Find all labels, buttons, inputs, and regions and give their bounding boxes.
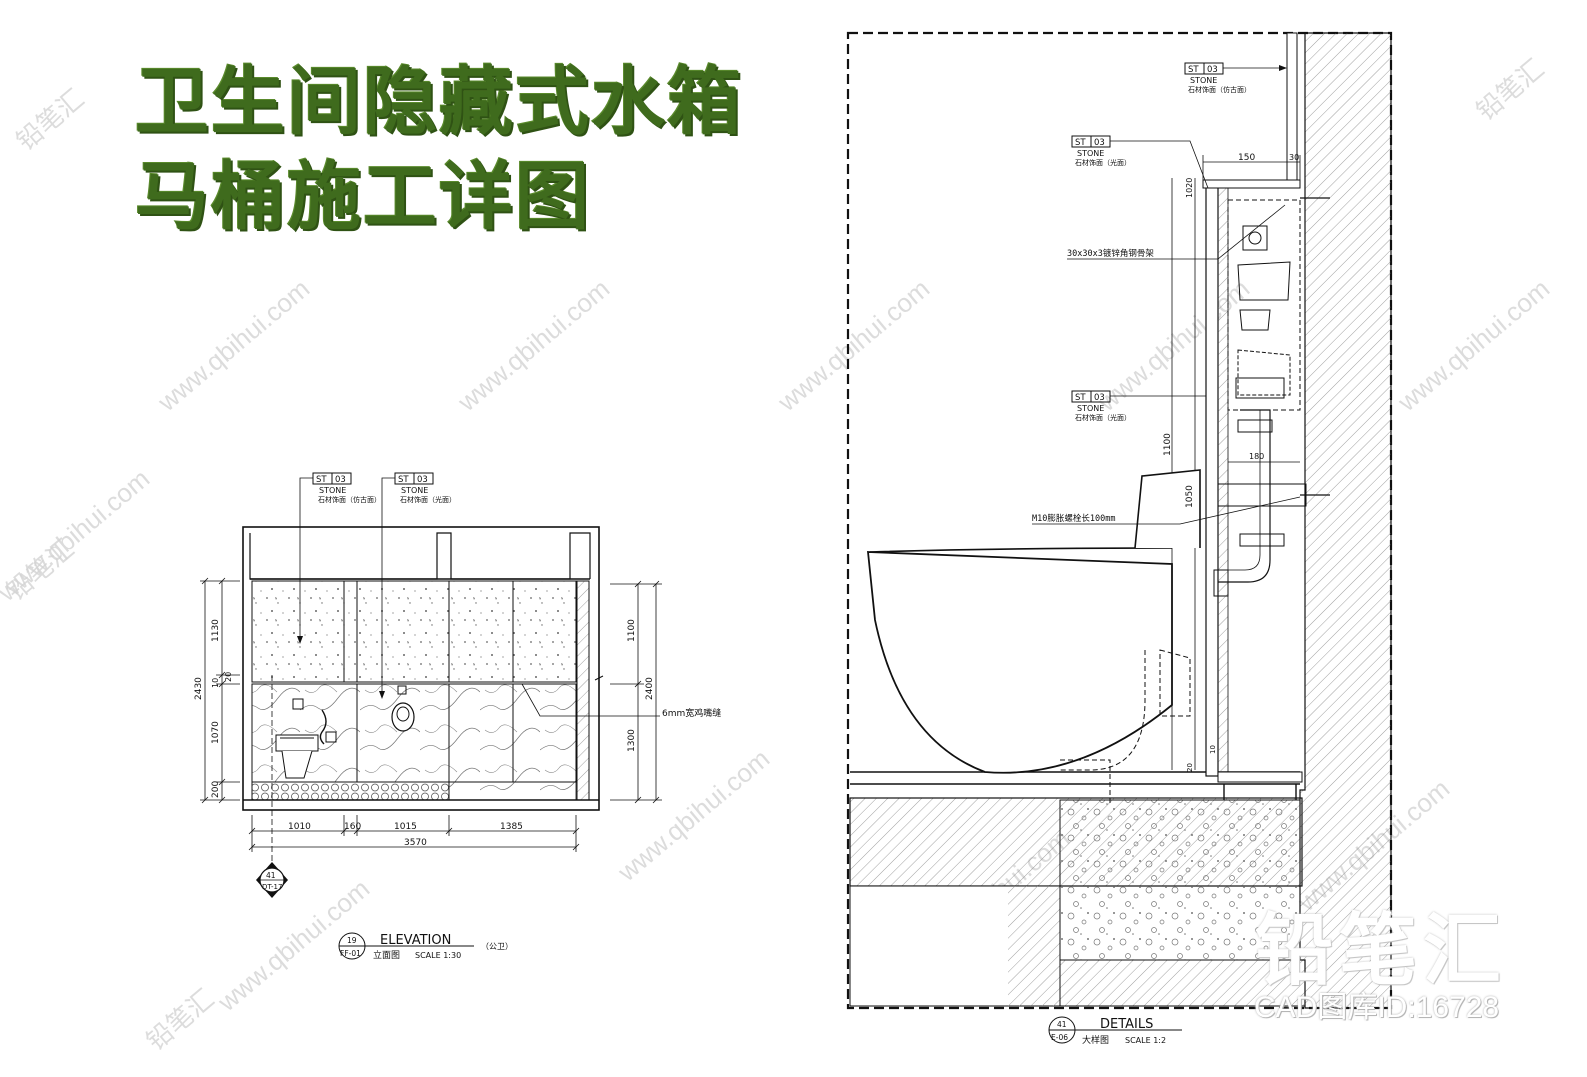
dim-bottom-3: 1015 <box>394 822 417 832</box>
dim-bottom-2: 160 <box>344 822 361 832</box>
dim-1020: 1020 <box>1185 178 1194 198</box>
dim-left-3: 10 <box>211 678 220 688</box>
steel-note: 30x30x3镀锌角钢骨架 <box>1067 248 1154 259</box>
dim-total-right: 2400 <box>645 677 655 700</box>
details-caption-title-cn: 大样图 <box>1082 1034 1109 1046</box>
details-drawing: 150 30 1020 1100 1050 180 10 20 ST 03 ST… <box>846 31 1393 1046</box>
tag-left-code-b: 03 <box>335 475 346 485</box>
dim-right-1: 1100 <box>627 619 637 642</box>
tag-mid-code-b: 03 <box>1094 138 1105 148</box>
elevation-caption-scale: SCALE 1:30 <box>415 951 461 960</box>
brand-watermark: 铅笔汇 <box>1255 906 1508 996</box>
tag-left-code-a: ST <box>316 475 327 485</box>
tag-right-code-b: 03 <box>417 475 428 485</box>
dim-1050: 1050 <box>1185 485 1195 508</box>
elevation-caption-title-cn: 立面图 <box>373 949 400 961</box>
elevation-caption-sheet: FF-01 <box>340 949 361 958</box>
dim-bottom-1: 1010 <box>288 822 311 832</box>
tag-left-note: 石材饰面（仿古面） <box>318 495 381 504</box>
dim-20: 20 <box>1186 763 1194 772</box>
dim-left-4: 1070 <box>211 721 221 744</box>
tag-mid-code-a: ST <box>1075 138 1086 148</box>
tag-mid-note: 石材饰面（光面） <box>1075 158 1131 167</box>
elevation-caption-note: （公卫） <box>481 942 513 951</box>
dim-30: 30 <box>1289 153 1299 162</box>
tag-low-note: 石材饰面（光面） <box>1075 413 1131 422</box>
tag-right-material: STONE <box>401 486 428 495</box>
tag-low-code-b: 03 <box>1094 393 1105 403</box>
page-title-line1: 卫生间隐藏式水箱 <box>135 59 743 145</box>
details-caption-sheet: E-06 <box>1051 1033 1068 1042</box>
tag-top-note: 石材饰面（仿古面） <box>1188 85 1251 94</box>
details-caption-num: 41 <box>1057 1020 1067 1029</box>
dim-bottom-4: 1385 <box>500 822 523 832</box>
elevation-drawing: 6mm宽鸡嘴缝 ST 03 STONE 石材饰面（仿古面） ST 03 STON… <box>194 472 721 961</box>
joint-note: 6mm宽鸡嘴缝 <box>662 707 721 719</box>
dim-total-left: 2430 <box>194 677 204 700</box>
callout-sheet: DT-17 <box>262 883 282 891</box>
dim-left-2: 20 <box>224 672 233 682</box>
bolt-note: M10膨胀螺栓长100mm <box>1032 513 1115 524</box>
tag-mid-material: STONE <box>1077 149 1104 158</box>
tag-left-material: STONE <box>319 486 346 495</box>
dim-left-5: 200 <box>211 781 221 798</box>
elevation-caption-title-en: ELEVATION <box>380 933 451 948</box>
page-title-line2: 马桶施工详图 <box>135 154 591 240</box>
dim-150: 150 <box>1238 153 1255 163</box>
dim-left-1: 1130 <box>211 619 221 642</box>
tag-top-code-b: 03 <box>1207 65 1218 75</box>
elevation-caption-num: 19 <box>347 936 357 945</box>
dim-180: 180 <box>1249 452 1264 461</box>
dim-1100: 1100 <box>1163 433 1173 456</box>
details-caption-scale: SCALE 1:2 <box>1125 1036 1166 1045</box>
dim-right-2: 1300 <box>627 729 637 752</box>
tag-low-code-a: ST <box>1075 393 1086 403</box>
cad-id-watermark: CAD图库ID:16728 <box>1254 991 1500 1024</box>
tag-right-code-a: ST <box>398 475 409 485</box>
tag-low-material: STONE <box>1077 404 1104 413</box>
tag-right-note: 石材饰面（光面） <box>400 495 456 504</box>
details-caption-title-en: DETAILS <box>1100 1017 1153 1032</box>
tag-top-code-a: ST <box>1188 65 1199 75</box>
dim-total-bottom: 3570 <box>404 838 427 848</box>
callout-num: 41 <box>266 871 276 880</box>
dim-10: 10 <box>1209 745 1217 754</box>
tag-top-material: STONE <box>1190 76 1217 85</box>
